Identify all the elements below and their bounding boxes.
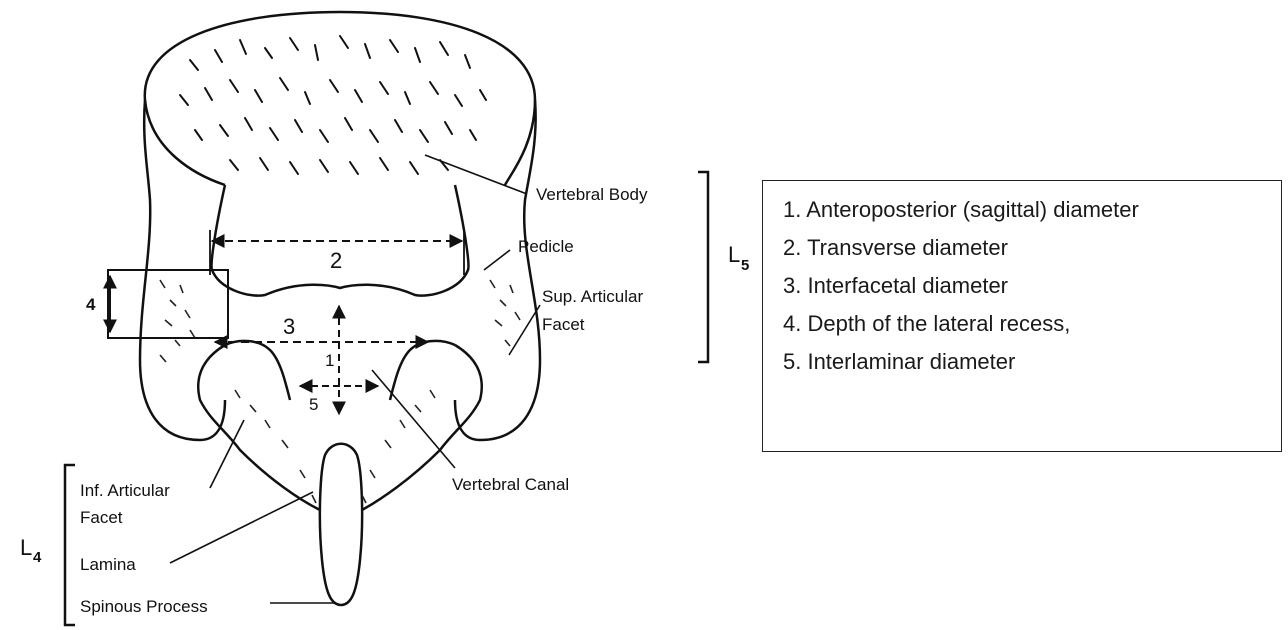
pedicle-leader [484, 250, 510, 270]
legend-item: 4. Depth of the lateral recess, [783, 305, 1281, 343]
sup-articular-label-1: Sup. Articular [542, 287, 643, 306]
legend-item: 1. Anteroposterior (sagittal) diameter [783, 191, 1281, 229]
measurement-5-label: 5 [309, 395, 318, 414]
legend-item: 2. Transverse diameter [783, 229, 1281, 267]
vertebral-body-posterior-border [212, 185, 469, 296]
l4-label-number: 4 [33, 549, 42, 566]
vertebral-body-outline [145, 12, 535, 185]
vertebral-body-texture [180, 36, 486, 174]
inf-articular-label-1: Inf. Articular [80, 481, 170, 500]
l4-label-letter: L [20, 535, 32, 560]
vertebral-canal-label: Vertebral Canal [452, 475, 569, 494]
sup-articular-leader [509, 305, 540, 355]
lamina-label: Lamina [80, 555, 136, 574]
left-facet-cap [225, 341, 290, 400]
measurement-2-label: 2 [330, 248, 342, 273]
l5-label-number: 5 [741, 257, 749, 274]
left-pedicle-texture [160, 280, 195, 362]
vertebral-canal-leader [372, 370, 455, 468]
measurement-legend: 1. Anteroposterior (sagittal) diameter 2… [762, 180, 1282, 452]
pedicle-label: Pedicle [518, 237, 574, 256]
legend-item: 5. Interlaminar diameter [783, 343, 1281, 381]
sup-articular-label-2: Facet [542, 315, 585, 334]
l5-bracket [698, 172, 708, 362]
l5-label-letter: L [728, 242, 740, 267]
measurement-3-label: 3 [283, 314, 295, 339]
legend-item: 3. Interfacetal diameter [783, 267, 1281, 305]
lumbar-vertebra-diagram: 2 4 3 1 5 Vertebral Body Pedicle Sup. Ar… [0, 0, 760, 630]
left-inferior-facet-lamina [198, 345, 320, 510]
l4-bracket [65, 465, 75, 625]
lamina-leader [170, 492, 313, 563]
vertebral-body-label: Vertebral Body [536, 185, 648, 204]
measurement-1-label: 1 [325, 351, 334, 370]
right-pedicle-texture [490, 280, 520, 346]
measurement-4-label: 4 [86, 295, 96, 314]
lamina-texture [235, 390, 435, 503]
inf-articular-leader [210, 420, 244, 488]
spinous-process-outline [320, 444, 362, 605]
right-facet-cap [390, 341, 455, 400]
lateral-recess-box [108, 270, 228, 338]
inf-articular-label-2: Facet [80, 508, 123, 527]
spinous-process-label: Spinous Process [80, 597, 208, 616]
